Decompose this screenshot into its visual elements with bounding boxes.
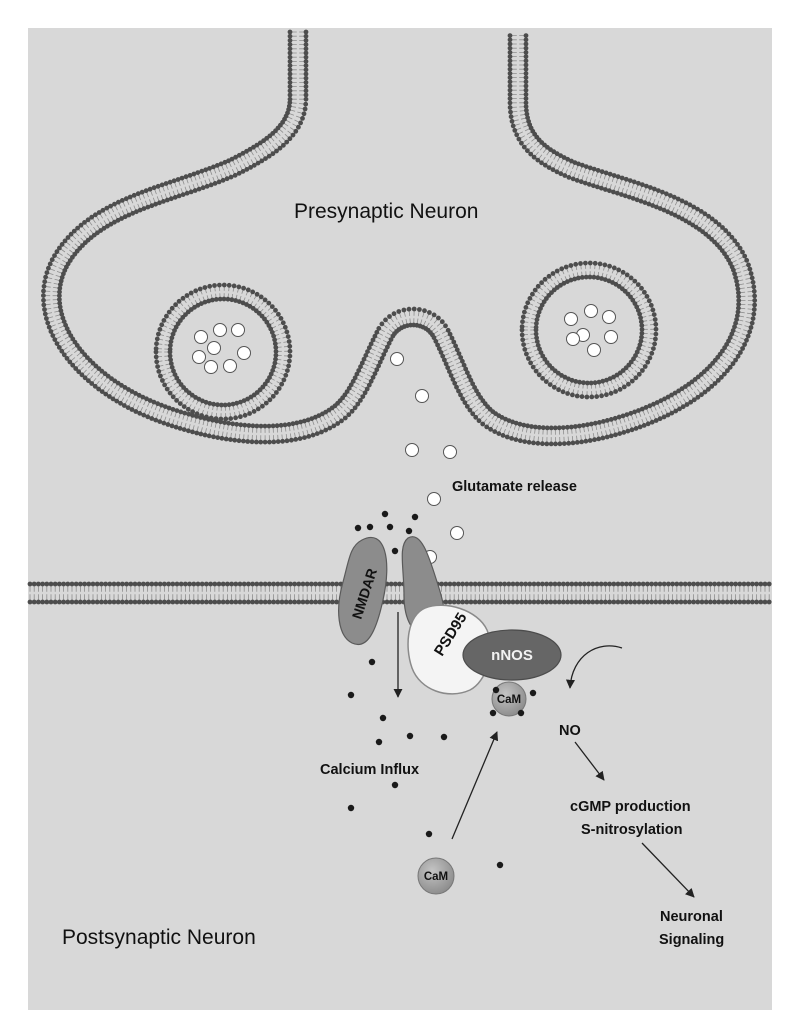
calcium-ion xyxy=(529,689,537,697)
cgmp-label: cGMP production xyxy=(570,799,691,815)
calcium-ion xyxy=(391,781,399,789)
calcium-ion xyxy=(366,523,374,531)
presynaptic-label: Presynaptic Neuron xyxy=(294,200,478,223)
synaptic-vesicle-right-tails xyxy=(522,262,657,398)
glutamate-molecule xyxy=(427,492,441,506)
cam-free-protein xyxy=(417,857,455,895)
calcium-ion xyxy=(368,658,376,666)
glutamate-molecule xyxy=(231,323,245,337)
calcium-ion xyxy=(347,691,355,699)
psd95-protein xyxy=(407,604,492,695)
glutamate-release-label: Glutamate release xyxy=(452,479,577,495)
calcium-ion xyxy=(492,686,500,694)
glutamate-molecule xyxy=(443,445,457,459)
calcium-ion xyxy=(489,709,497,717)
calcium-ion xyxy=(386,523,394,531)
synaptic-vesicle-right xyxy=(519,260,659,400)
postsynaptic-membrane-heads xyxy=(27,581,772,605)
presynaptic-membrane-heads xyxy=(41,29,758,447)
synaptic-vesicle-left-tails xyxy=(156,284,291,420)
calcium-ion xyxy=(425,830,433,838)
glutamate-molecule xyxy=(566,332,580,346)
cam-free-label: CaM xyxy=(424,871,448,883)
cam-bound-label: CaM xyxy=(497,694,521,706)
calcium-ion xyxy=(406,732,414,740)
calcium-ion xyxy=(379,714,387,722)
glutamate-molecule xyxy=(390,352,404,366)
s-nitrosylation-label: S-nitrosylation xyxy=(581,822,683,838)
nnos-protein xyxy=(462,629,562,681)
calcium-ion xyxy=(354,524,362,532)
signaling-label: Signaling xyxy=(659,932,724,948)
diagram-background xyxy=(28,28,772,1010)
no-to-cgmp-arrow xyxy=(574,741,605,781)
glutamate-molecule xyxy=(587,343,601,357)
presynaptic-membrane-tails xyxy=(43,31,755,444)
neuronal-label: Neuronal xyxy=(660,909,723,925)
calcium-ion xyxy=(440,733,448,741)
glutamate-molecule xyxy=(207,341,221,355)
glutamate-molecule xyxy=(204,360,218,374)
glutamate-molecule xyxy=(564,312,578,326)
glutamate-molecule xyxy=(405,443,419,457)
postsynaptic-membrane xyxy=(27,581,772,605)
glutamate-molecule xyxy=(602,310,616,324)
no-release-arrow xyxy=(565,645,623,689)
calcium-ion xyxy=(411,513,419,521)
calcium-ion xyxy=(347,804,355,812)
cam-bound-protein xyxy=(491,681,527,717)
glutamate-molecule xyxy=(194,330,208,344)
glutamate-molecule xyxy=(415,389,429,403)
calcium-ions-layer xyxy=(347,510,537,869)
nmdar-left-subunit xyxy=(338,537,388,646)
no-label: NO xyxy=(559,723,581,739)
synaptic-vesicle-left xyxy=(153,282,293,422)
glutamate-molecule xyxy=(192,350,206,364)
membranes-layer xyxy=(27,29,772,605)
cam-binding-arrow xyxy=(451,731,499,840)
nnos-label: nNOS xyxy=(491,647,533,664)
calcium-ion xyxy=(391,547,399,555)
glutamate-molecule xyxy=(223,359,237,373)
glutamate-molecule xyxy=(213,323,227,337)
glutamate-molecule xyxy=(604,330,618,344)
glutamate-molecule xyxy=(584,304,598,318)
calcium-influx-label: Calcium Influx xyxy=(320,762,419,778)
calcium-ion xyxy=(405,527,413,535)
calcium-ion xyxy=(517,709,525,717)
vesicles-layer xyxy=(192,304,618,564)
glutamate-molecule xyxy=(450,526,464,540)
calcium-ion xyxy=(381,510,389,518)
postsynaptic-label: Postsynaptic Neuron xyxy=(62,926,256,949)
calcium-ion xyxy=(375,738,383,746)
presynaptic-membrane xyxy=(41,29,758,447)
glutamate-molecule xyxy=(237,346,251,360)
calcium-ion xyxy=(496,861,504,869)
snitrosylation-to-signaling-arrow xyxy=(641,842,695,898)
receptor-complex: NMDAR PSD95 nNOS CaM xyxy=(338,536,562,717)
